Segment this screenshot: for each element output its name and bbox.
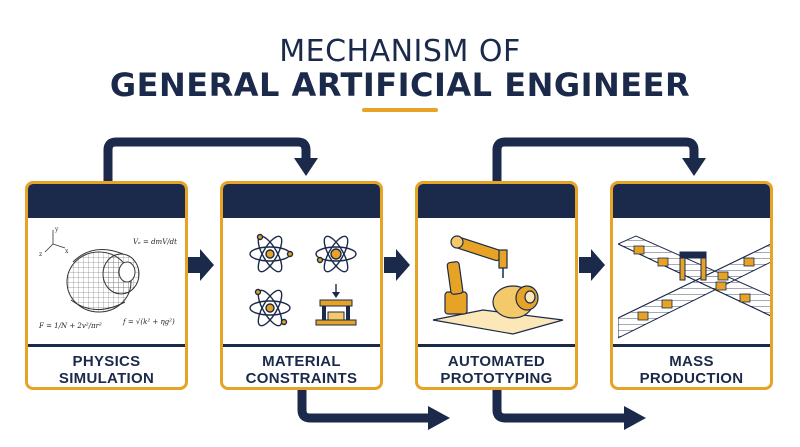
bottom-arrow-1-head (428, 406, 450, 430)
axis-label-z: z (39, 251, 42, 258)
step-label-line-2: SIMULATION (58, 370, 155, 387)
bottom-arrow-1 (297, 390, 432, 423)
material-constraints-icon (228, 222, 375, 342)
step-card-automated-prototyping: AUTOMATED PROTOTYPING (415, 181, 578, 390)
card-header (223, 184, 380, 218)
automated-prototyping-icon (423, 222, 570, 342)
press-test-icon (315, 284, 357, 326)
card-divider (418, 344, 575, 347)
step-card-mass-production: MASS PRODUCTION (610, 181, 773, 390)
equation-force: F = 1/N + 2v²/πr² (38, 322, 102, 330)
atom-icon (315, 235, 357, 273)
atom-icon (249, 233, 294, 273)
equation-velocity: Vₑ = dmV/dt (133, 238, 177, 246)
scanner-gate-icon (679, 251, 707, 281)
step-label-line-1: MATERIAL (262, 353, 341, 370)
step-label-line-2: PRODUCTION (639, 370, 744, 387)
step-card-physics-simulation: y x z Vₑ = dmV/dt F = 1/N + 2v²/πr² f = … (25, 181, 188, 390)
top-arrow-2 (492, 137, 699, 182)
diagram-title-line-2: GENERAL ARTIFICIAL ENGINEER (109, 66, 691, 104)
connector-arrow-3 (579, 249, 605, 281)
step-card-material-constraints: MATERIAL CONSTRAINTS (220, 181, 383, 390)
step-label-line-1: PHYSICS (72, 353, 141, 370)
step-label-line-1: MASS (669, 353, 714, 370)
step-label: MASS PRODUCTION (613, 350, 770, 387)
robot-arm-icon (432, 235, 564, 335)
top-arrow-2-head (682, 158, 706, 176)
conveyor-belt-icon (616, 235, 770, 339)
equation-frequency: f = √(k² + ηg²) (122, 318, 175, 326)
step-label-line-1: AUTOMATED (447, 353, 546, 370)
card-header (613, 184, 770, 218)
step-label: MATERIAL CONSTRAINTS (223, 350, 380, 387)
bottom-arrow-2 (492, 390, 628, 423)
card-divider (613, 344, 770, 347)
step-label: PHYSICS SIMULATION (28, 350, 185, 387)
axis-label-x: x (65, 248, 69, 255)
physics-simulation-icon: y x z Vₑ = dmV/dt F = 1/N + 2v²/πr² f = … (33, 222, 180, 342)
card-header (28, 184, 185, 218)
bottom-arrow-2-head (624, 406, 646, 430)
title-underline (362, 108, 438, 112)
step-label: AUTOMATED PROTOTYPING (418, 350, 575, 387)
diagram-title-line-1: MECHANISM OF (279, 34, 521, 69)
connector-arrow-1 (188, 249, 214, 281)
card-header (418, 184, 575, 218)
step-label-line-2: CONSTRAINTS (245, 370, 358, 387)
axis-label-y: y (54, 226, 59, 233)
connector-arrow-2 (384, 249, 410, 281)
mass-production-icon (616, 222, 770, 342)
atom-icon (249, 288, 291, 327)
product-box-icon (633, 245, 755, 321)
printed-part-icon (492, 285, 539, 319)
card-divider (28, 344, 185, 347)
top-arrow-1 (103, 137, 311, 182)
card-divider (223, 344, 380, 347)
top-arrow-1-head (294, 158, 318, 176)
step-label-line-2: PROTOTYPING (440, 370, 553, 387)
